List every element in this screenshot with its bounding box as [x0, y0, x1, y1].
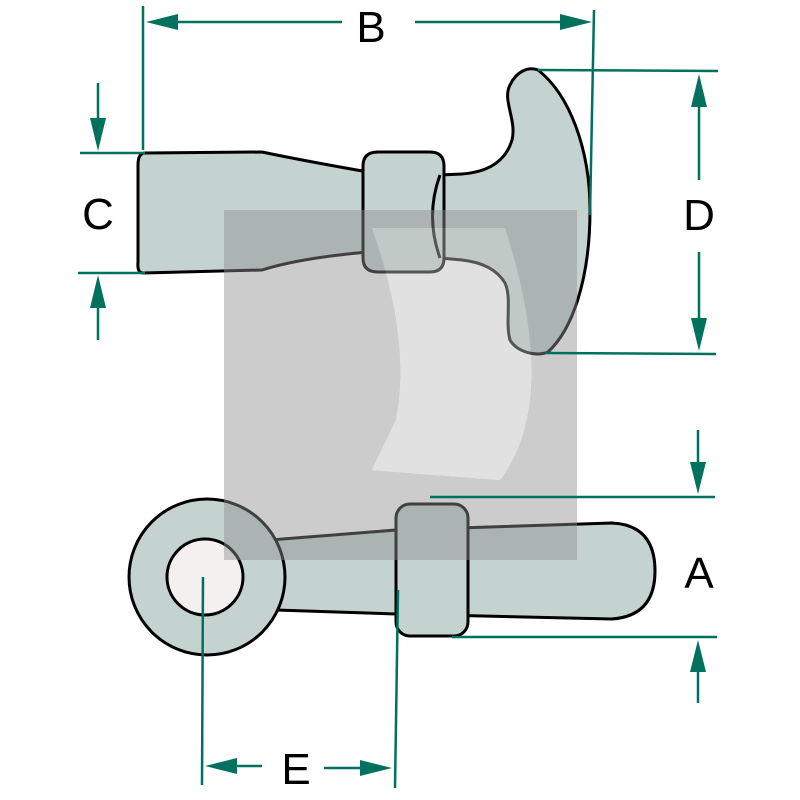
dimension-b: B — [141, 3, 596, 216]
lever-collar — [361, 150, 446, 274]
dimension-a: A — [430, 430, 717, 703]
label-e: E — [281, 745, 310, 794]
label-b: B — [356, 3, 385, 52]
eye-lever — [127, 497, 657, 657]
collar-ridge — [431, 174, 442, 259]
dimension-d: D — [537, 68, 719, 356]
dimension-e: E — [200, 576, 400, 794]
label-d: D — [683, 191, 715, 240]
dimension-c: C — [78, 83, 145, 340]
lever-shaft — [136, 150, 370, 275]
t-handle-lever — [136, 67, 592, 356]
eye-hole — [165, 537, 245, 617]
stylized-j-logo-watermark — [224, 210, 577, 560]
label-a: A — [684, 549, 714, 598]
label-c: C — [82, 190, 114, 239]
eye-lever-collar — [394, 502, 470, 638]
